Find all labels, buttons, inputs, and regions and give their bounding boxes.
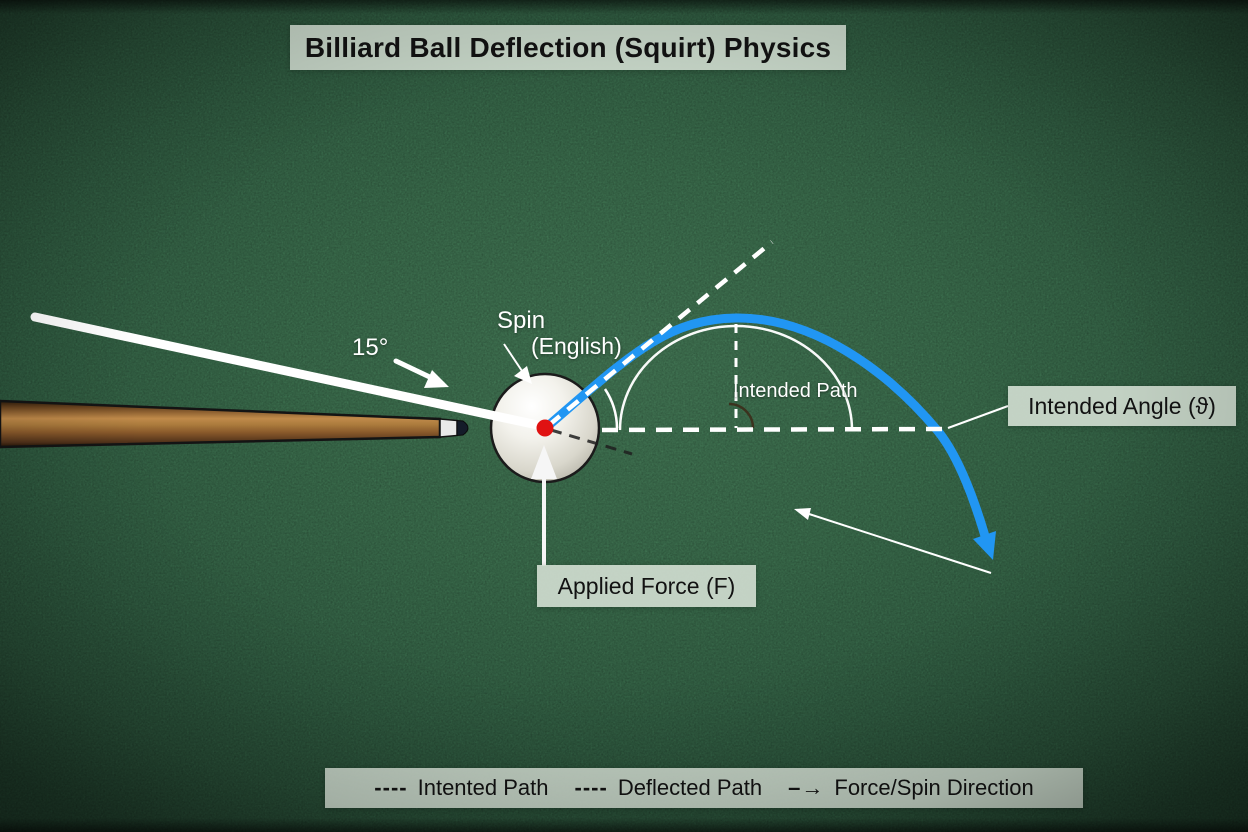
intended-path-label: Intended Path [733, 380, 858, 402]
small-angle-arc [728, 402, 755, 429]
angle-label-connector [947, 405, 1009, 429]
cue-stick [0, 399, 469, 449]
spin-label: Spin [497, 307, 546, 334]
legend-item-deflected-path: ---- Deflected Path [575, 775, 763, 801]
intended-angle-label: Intended Angle (ϑ) [1008, 386, 1236, 426]
cut-angle-arrowhead-icon [424, 370, 449, 388]
spin-pointer [503, 343, 532, 384]
spin-effect-arrowhead-icon [794, 508, 811, 520]
intended-line-dashed [601, 426, 948, 433]
contact-point [536, 419, 554, 437]
cue-ferrule [439, 418, 458, 438]
legend-item-force-spin: –→ Force/Spin Direction [788, 775, 1034, 801]
legend-label: Force/Spin Direction [834, 775, 1034, 800]
dashed-line-icon: ---- [374, 775, 408, 800]
legend: ---- Intented Path ---- Deflected Path –… [325, 768, 1083, 808]
arrow-right-icon: –→ [788, 775, 825, 800]
dashed-line-icon: ---- [574, 775, 608, 800]
cut-angle-label: 15° [352, 334, 389, 361]
deflected-path-arrowhead-icon [973, 531, 996, 560]
applied-force-label: Applied Force (F) [537, 565, 756, 607]
spin-english-label: (English) [531, 333, 622, 359]
legend-label: Deflected Path [617, 775, 763, 800]
cut-angle-arrow [393, 358, 449, 388]
legend-item-intented-path: ---- Intented Path [374, 775, 548, 801]
spin-effect-arrow [794, 508, 992, 574]
cue-tip [456, 419, 469, 437]
legend-label: Intented Path [417, 775, 549, 800]
deflection-angle-arc [603, 388, 619, 429]
diagram-title: Billiard Ball Deflection (Squirt) Physic… [290, 25, 846, 70]
